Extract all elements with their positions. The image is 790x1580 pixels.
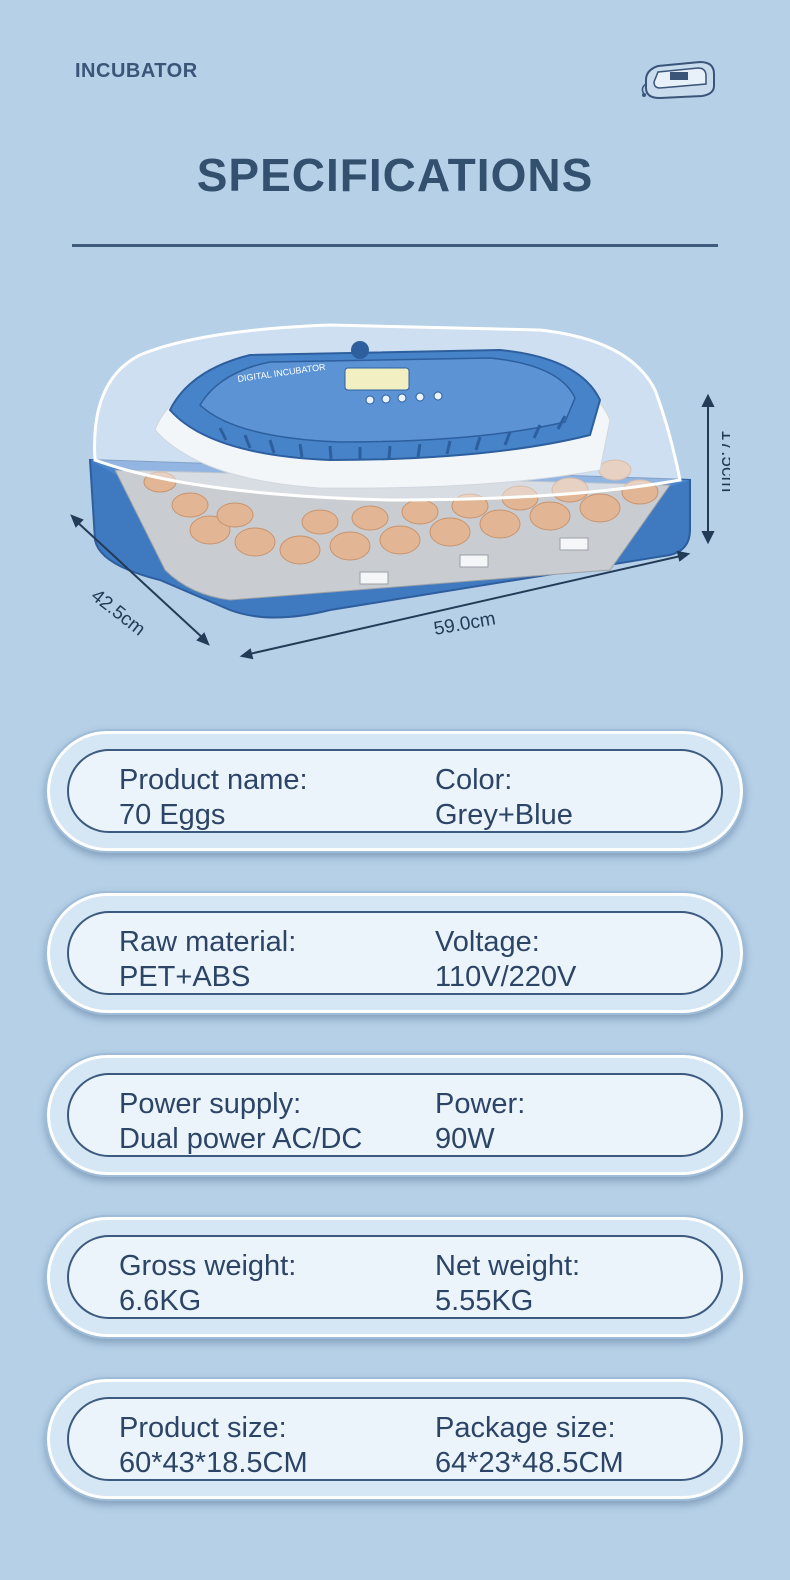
- page-title: SPECIFICATIONS: [196, 149, 594, 201]
- spec-left-cell: Product size: 60*43*18.5CM: [119, 1411, 308, 1481]
- spec-label: Product size:: [119, 1412, 287, 1444]
- spec-label: Color:: [435, 764, 513, 796]
- spec-value: PET+ABS: [119, 961, 251, 993]
- spec-value: 64*23*48.5CM: [435, 1447, 624, 1479]
- brand-label: INCUBATOR: [75, 60, 198, 82]
- depth-dimension-label: 42.5cm: [87, 585, 149, 640]
- spec-card-product-size: Product size: 60*43*18.5CM Package size:…: [45, 1377, 745, 1501]
- spec-right-cell: Voltage: 110V/220V: [435, 925, 576, 995]
- spec-label: Net weight:: [435, 1250, 581, 1282]
- spec-card-raw-material: Raw material: PET+ABS Voltage: 110V/220V: [45, 891, 745, 1015]
- height-dimension-label: 17.5cm: [717, 430, 730, 492]
- spec-value: 70 Eggs: [119, 799, 226, 831]
- spec-card-inner: Gross weight: 6.6KG Net weight: 5.55KG: [67, 1235, 723, 1319]
- spec-left-cell: Raw material: PET+ABS: [119, 925, 296, 995]
- spec-right-cell: Power: 90W: [435, 1087, 525, 1157]
- spec-label: Power supply:: [119, 1088, 302, 1120]
- spec-value: Dual power AC/DC: [119, 1123, 363, 1155]
- spec-label: Product name:: [119, 764, 308, 796]
- spec-left-cell: Gross weight: 6.6KG: [119, 1249, 296, 1319]
- spec-label: Voltage:: [435, 926, 540, 958]
- spec-value: Grey+Blue: [435, 799, 573, 831]
- spec-card-inner: Power supply: Dual power AC/DC Power: 90…: [67, 1073, 723, 1157]
- spec-label: Package size:: [435, 1412, 616, 1444]
- spec-card-product-name: Product name: 70 Eggs Color: Grey+Blue: [45, 729, 745, 853]
- spec-left-cell: Power supply: Dual power AC/DC: [119, 1087, 362, 1157]
- spec-value: 90W: [435, 1123, 495, 1155]
- spec-card-inner: Product name: 70 Eggs Color: Grey+Blue: [67, 749, 723, 833]
- spec-card-gross-weight: Gross weight: 6.6KG Net weight: 5.55KG: [45, 1215, 745, 1339]
- spec-right-cell: Net weight: 5.55KG: [435, 1249, 580, 1319]
- width-dimension-label: 59.0cm: [432, 608, 497, 640]
- spec-label: Gross weight:: [119, 1250, 297, 1282]
- spec-value: 60*43*18.5CM: [119, 1447, 308, 1479]
- spec-value: 5.55KG: [435, 1285, 534, 1317]
- spec-value: 6.6KG: [119, 1285, 202, 1317]
- incubator-product-image: DIGITAL INCUBATOR 42.5cm 59.0cm 17.5cm: [70, 323, 730, 660]
- title-divider: [72, 244, 718, 247]
- spec-value: 110V/220V: [435, 961, 577, 993]
- spec-left-cell: Product name: 70 Eggs: [119, 763, 308, 833]
- spec-card-inner: Product size: 60*43*18.5CM Package size:…: [67, 1397, 723, 1481]
- incubator-logo-icon: [641, 60, 715, 100]
- spec-right-cell: Package size: 64*23*48.5CM: [435, 1411, 624, 1481]
- spec-label: Raw material:: [119, 926, 297, 958]
- spec-card-inner: Raw material: PET+ABS Voltage: 110V/220V: [67, 911, 723, 995]
- spec-right-cell: Color: Grey+Blue: [435, 763, 573, 833]
- spec-label: Power:: [435, 1088, 526, 1120]
- spec-card-power-supply: Power supply: Dual power AC/DC Power: 90…: [45, 1053, 745, 1177]
